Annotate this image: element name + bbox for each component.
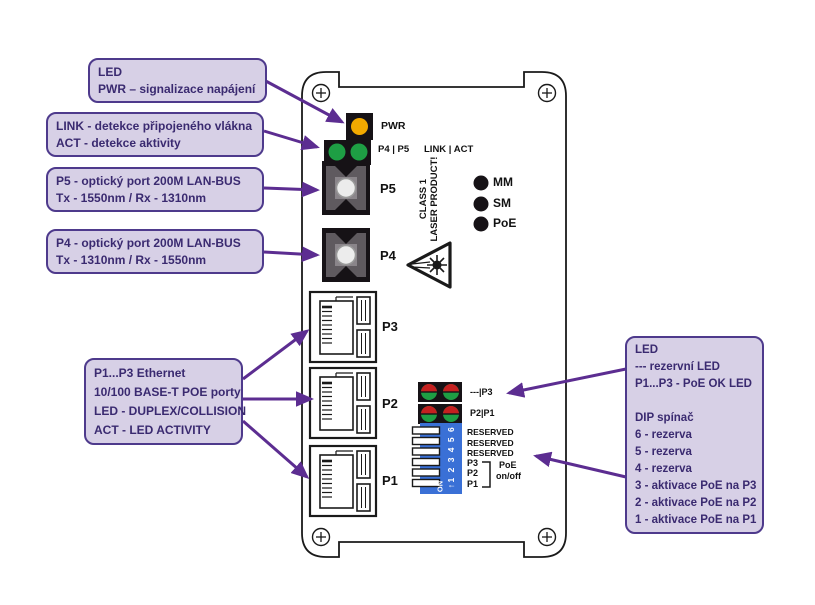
- dip-row-1: P1: [467, 478, 479, 489]
- screw-bottom-right: [537, 527, 557, 547]
- screw-bottom-left: [311, 527, 331, 547]
- port-label-p1: P1: [382, 473, 398, 488]
- dip-group-label-onoff: on/off: [496, 471, 521, 481]
- dip-group-label-poe: PoE: [499, 460, 517, 470]
- mode-label-poe: PoE: [493, 216, 517, 230]
- ethernet-port-p3: [308, 290, 378, 364]
- port-label-p4: P4: [380, 248, 396, 263]
- link-act-leds: [324, 140, 371, 165]
- screw-top-right: [537, 83, 557, 103]
- mode-led-dots: [473, 175, 489, 232]
- poe-led-row-p2p1: [417, 403, 463, 425]
- callout-led-dip: LED --- rezervní LED P1...P3 - PoE OK LE…: [625, 336, 764, 534]
- ethernet-port-p1: [308, 444, 378, 518]
- dip-row-3: P3: [467, 457, 479, 468]
- callout-ethernet: P1...P3 Ethernet 10/100 BASE-T POE porty…: [84, 358, 246, 445]
- p4p5-label: P4 | P5: [378, 144, 410, 155]
- link-act-label: LINK | ACT: [424, 144, 474, 155]
- dip-row-4: RESERVED: [467, 448, 514, 458]
- optical-port-p4: [321, 227, 371, 283]
- pwr-label: PWR: [381, 120, 406, 132]
- port-label-p2: P2: [382, 396, 398, 411]
- laser-class-label: CLASS 1 LASER PRODUCT!: [418, 156, 440, 242]
- dip-row-2: P2: [467, 468, 479, 478]
- dip-row-6: RESERVED: [467, 427, 514, 437]
- dip-row-5: RESERVED: [467, 437, 514, 448]
- pwr-led: [346, 113, 373, 140]
- poe-led-label-p3: ---|P3: [470, 387, 493, 397]
- callout-p4: P4 - optický port 200M LAN-BUS Tx - 1310…: [46, 229, 264, 274]
- laser-warning-icon: [406, 241, 452, 289]
- ethernet-port-p2: [308, 366, 378, 440]
- callout-link-act: LINK - detekce připojeného vlákna ACT - …: [46, 112, 264, 157]
- mode-label-sm: SM: [493, 196, 511, 210]
- mode-label-mm: MM: [493, 175, 513, 189]
- poe-led-label-p2p1: P2|P1: [470, 408, 495, 418]
- screw-top-left: [311, 83, 331, 103]
- callout-p5: P5 - optický port 200M LAN-BUS Tx - 1550…: [46, 167, 264, 212]
- dip-numbers-label: ↑1 2 3 4 5 6: [446, 425, 456, 489]
- callout-arrows: [242, 77, 627, 479]
- optical-port-p5: [321, 160, 371, 216]
- port-label-p5: P5: [380, 181, 396, 196]
- callout-pwr: LED PWR – signalizace napájení: [88, 58, 267, 103]
- port-label-p3: P3: [382, 319, 398, 334]
- poe-led-row-p3: [417, 381, 463, 403]
- dip-switch: [411, 423, 491, 494]
- dip-on-label: ON: [435, 480, 445, 493]
